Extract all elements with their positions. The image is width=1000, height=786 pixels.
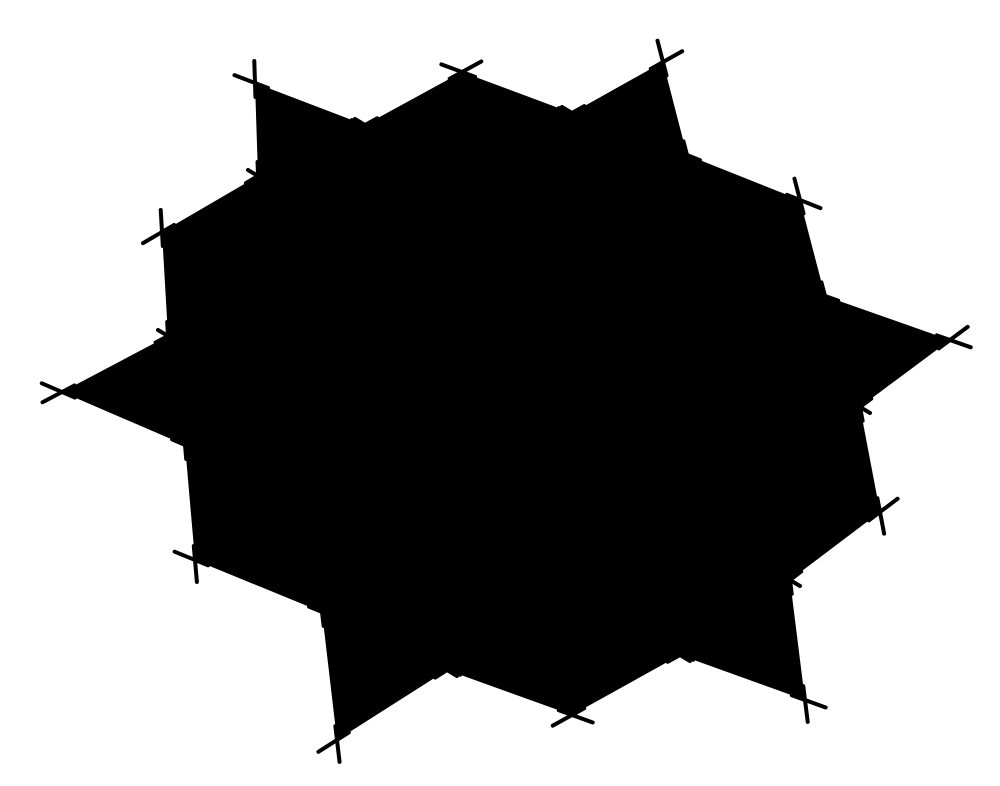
tick-line: [316, 730, 351, 754]
vertex-tick: [243, 160, 280, 200]
vertex-tick: [840, 383, 874, 423]
tick-line: [789, 693, 828, 710]
inner-vertex-tick: [310, 604, 334, 620]
tick-line: [39, 381, 77, 400]
tick-line: [158, 208, 165, 248]
tick-line: [165, 320, 172, 360]
tick-line: [866, 496, 900, 523]
vertex-tick-marks: [39, 38, 973, 764]
vertex-tick: [172, 544, 210, 584]
tick-line: [40, 383, 77, 405]
vertex-tick: [232, 59, 271, 99]
tick-line: [232, 73, 271, 90]
tick-line: [252, 59, 258, 99]
inner-vertex-tick: [675, 147, 699, 163]
tick-line: [343, 116, 380, 138]
tick-line: [550, 706, 587, 728]
tick-line: [792, 176, 806, 216]
vertex-tick: [316, 724, 351, 764]
inner-vertex-tick: [668, 647, 692, 663]
tick-line: [665, 642, 702, 664]
tick-line: [770, 569, 804, 596]
tick-line: [934, 333, 973, 350]
tick-line: [433, 656, 468, 680]
tick-line: [785, 556, 794, 596]
tick-line: [140, 222, 177, 246]
tick-line: [819, 280, 833, 320]
vertex-tick: [153, 320, 190, 360]
vertex-tick: [439, 59, 484, 81]
tick-line: [243, 162, 280, 186]
vertex-tick: [140, 208, 177, 248]
inner-vertex-tick: [353, 117, 377, 133]
tick-line: [556, 708, 595, 725]
tick-line: [447, 59, 484, 81]
tick-line: [550, 104, 587, 126]
tick-line: [840, 396, 874, 423]
tick-line: [255, 160, 261, 200]
tick-line: [648, 49, 685, 71]
tick-line: [853, 383, 865, 423]
tick-line: [681, 139, 695, 179]
tick-line: [317, 588, 326, 628]
inner-vertex-tick: [778, 572, 802, 588]
tick-line: [655, 38, 669, 78]
inner-vertex-tick: [173, 437, 197, 453]
tick-line: [181, 421, 189, 461]
tick-line: [439, 62, 478, 79]
inner-vertex-tick: [246, 168, 270, 184]
tick-line: [784, 192, 823, 211]
vertex-tick: [648, 38, 685, 78]
vertex-tick: [550, 706, 595, 728]
vertex-tick: [789, 684, 828, 724]
tick-line: [333, 724, 342, 764]
inner-vertex-tick: [813, 288, 837, 304]
vertex-tick: [934, 324, 973, 351]
vertex-tick: [770, 556, 804, 596]
tick-line: [875, 496, 887, 536]
vertex-tick: [784, 176, 823, 216]
inner-vertex-tick: [435, 662, 459, 678]
star-polygon: [62, 62, 950, 740]
vertex-tick: [866, 496, 900, 536]
inner-vertex-tick: [156, 328, 180, 344]
tick-line: [191, 544, 199, 584]
tick-line: [153, 323, 190, 345]
vertex-tick: [39, 381, 77, 405]
tick-line: [801, 684, 810, 724]
tick-line: [172, 549, 210, 568]
inner-vertex-tick: [848, 399, 872, 415]
inner-vertex-tick: [560, 105, 584, 121]
tick-line: [936, 324, 970, 351]
